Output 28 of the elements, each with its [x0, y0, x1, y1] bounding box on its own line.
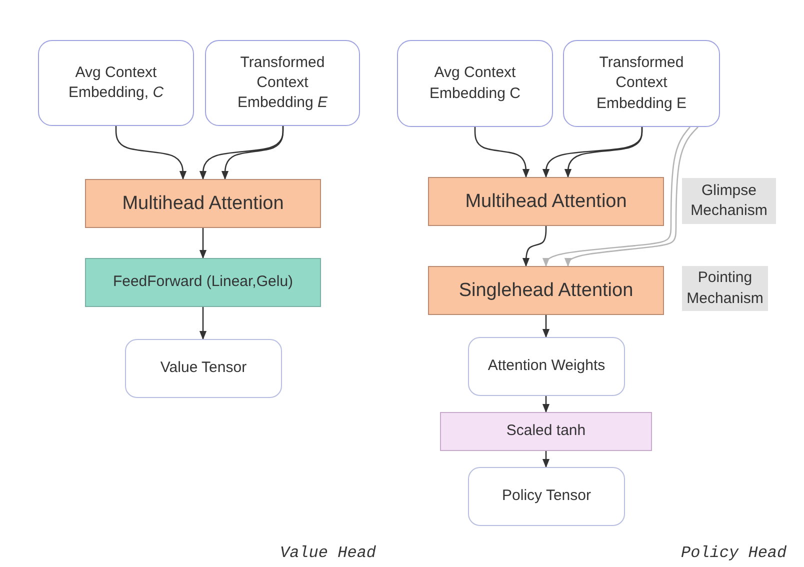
- attention-block: Multihead Attention: [85, 179, 321, 228]
- output-box: Attention Weights: [468, 337, 625, 396]
- arrow: [542, 396, 550, 413]
- arrow: [542, 451, 550, 468]
- arrow: [199, 228, 207, 259]
- input-box: Transformed Context Embedding E: [563, 40, 720, 127]
- input-box: Transformed Context Embedding E: [205, 40, 360, 126]
- scaling-block: Scaled tanh: [440, 412, 652, 451]
- arrow: [522, 226, 547, 267]
- arrow: [221, 126, 284, 180]
- input-box: Avg Context Embedding C: [397, 40, 553, 127]
- caption-text: Value Head: [280, 544, 376, 562]
- caption-text: Policy Head: [681, 544, 787, 562]
- arrow: [564, 126, 698, 267]
- annotation-box: Pointing Mechanism: [682, 266, 768, 311]
- arrow: [199, 307, 207, 340]
- attention-block: Singlehead Attention: [428, 266, 664, 315]
- output-box: Policy Tensor: [468, 467, 625, 526]
- arrow: [542, 126, 690, 267]
- feedforward-block: FeedForward (Linear,Gelu): [85, 258, 321, 307]
- arrow: [542, 315, 550, 338]
- output-box: Value Tensor: [125, 339, 282, 398]
- arrow: [564, 127, 643, 178]
- arrow: [474, 127, 530, 178]
- arrow: [115, 126, 187, 180]
- attention-block: Multihead Attention: [428, 177, 664, 226]
- annotation-box: Glimpse Mechanism: [682, 178, 776, 224]
- input-box: Avg Context Embedding, C: [38, 40, 194, 126]
